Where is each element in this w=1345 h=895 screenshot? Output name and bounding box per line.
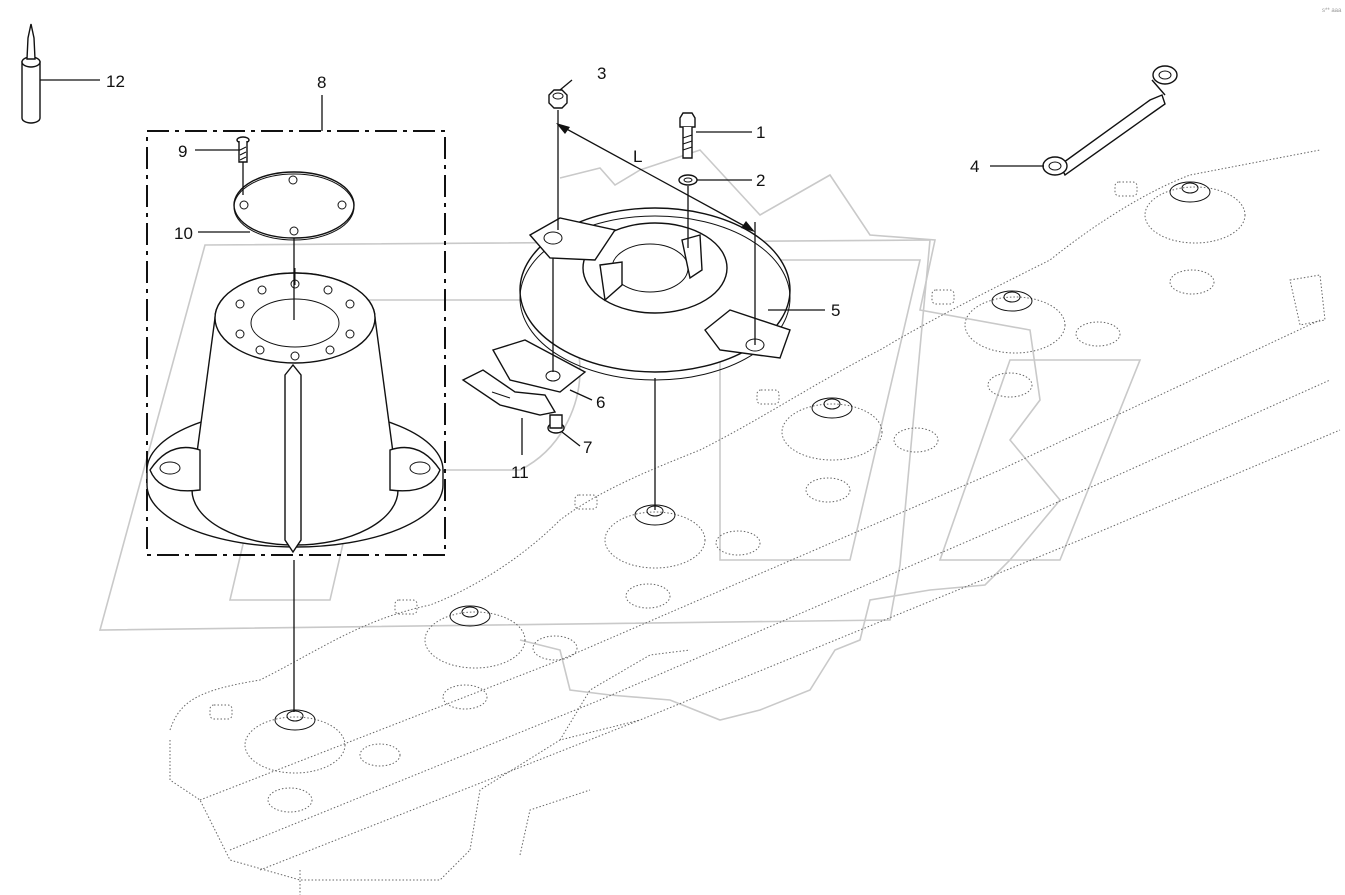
hub-5 xyxy=(964,290,1121,398)
hub-3 xyxy=(604,504,761,609)
leader-lines xyxy=(40,79,1044,712)
callout-8: 8 xyxy=(317,73,326,92)
assembly-8-frame xyxy=(146,130,446,556)
drum-housing xyxy=(146,268,444,554)
part-3-nut xyxy=(548,89,568,109)
dimension-L: L xyxy=(633,147,642,166)
slot-2 xyxy=(394,599,418,615)
hub-6 xyxy=(1144,181,1246,295)
slot-3 xyxy=(574,494,598,510)
callout-1: 1 xyxy=(756,123,765,142)
slot-4 xyxy=(756,389,780,405)
part-2-washer xyxy=(678,174,698,186)
cutter-bar xyxy=(169,149,1341,895)
callouts: 12 8 9 10 3 1 2 4 5 6 7 11 L xyxy=(106,64,979,482)
slot-6 xyxy=(1114,181,1138,197)
part-4-wrench xyxy=(1042,65,1178,177)
sheet-code: s** aaa xyxy=(1322,8,1342,14)
callout-11: 11 xyxy=(511,463,529,482)
part-11-blade-holder xyxy=(461,369,557,416)
part-5-cutting-disc xyxy=(519,207,791,381)
callout-7: 7 xyxy=(583,438,592,457)
callout-9: 9 xyxy=(178,142,187,161)
part-10-cover-plate xyxy=(233,171,355,241)
callout-2: 2 xyxy=(756,171,765,190)
callout-6: 6 xyxy=(596,393,605,412)
hub-4 xyxy=(781,397,939,503)
callout-3: 3 xyxy=(597,64,606,83)
hub-1 xyxy=(244,709,401,813)
part-7-blade-bolt xyxy=(547,414,565,434)
part-12-grease-tube xyxy=(21,23,41,124)
slot-1 xyxy=(209,704,233,720)
bar-hubs xyxy=(209,181,1246,813)
part-1-bolt xyxy=(679,112,696,159)
hub-2 xyxy=(424,605,578,710)
callout-4: 4 xyxy=(970,157,979,176)
callout-5: 5 xyxy=(831,301,840,320)
slot-5 xyxy=(931,289,955,305)
callout-10: 10 xyxy=(174,224,193,243)
callout-12: 12 xyxy=(106,72,125,91)
